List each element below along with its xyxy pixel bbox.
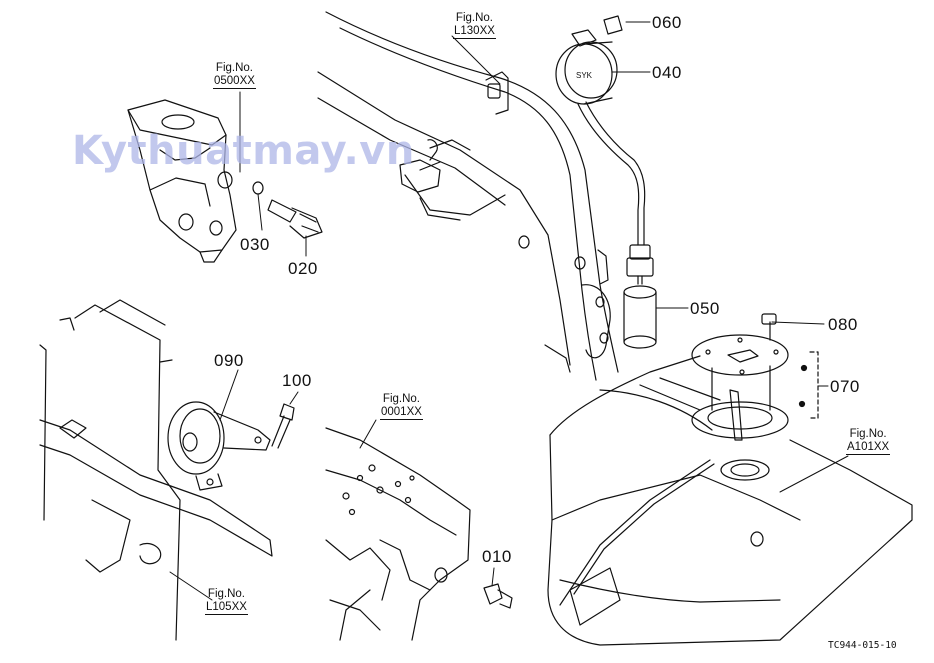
fig-ref-label: Fig.No. [207, 588, 245, 600]
bolt-100-drawing [271, 403, 295, 449]
sleeve-050-drawing [623, 285, 657, 349]
part-number-010: 010 [482, 547, 512, 566]
fig-ref-number: 0001XX [380, 406, 423, 420]
part-number-030: 030 [240, 235, 270, 254]
part-number-080: 080 [828, 315, 858, 334]
fig-ref-number: 0500XX [213, 75, 256, 89]
part-number-050: 050 [690, 299, 720, 318]
housing-0500xx-drawing [127, 99, 237, 263]
temp-sensor-020-drawing [252, 181, 323, 239]
watermark-text: Kythuatmay.vn [72, 128, 415, 174]
horn-bracket-drawing [39, 299, 273, 641]
part-number-100: 100 [282, 371, 312, 390]
horn-090-drawing [167, 401, 271, 491]
leader-lines [169, 21, 849, 601]
fig-ref-label: Fig.No. [382, 393, 420, 405]
fig-ref-number: L130XX [453, 25, 496, 39]
part-number-090: 090 [214, 351, 244, 370]
part-number-020: 020 [288, 259, 318, 278]
svg-text:SYK: SYK [576, 71, 593, 80]
frame-panel-drawing [317, 11, 619, 381]
part-number-070: 070 [830, 377, 860, 396]
fig-ref-label: Fig.No. [455, 12, 493, 24]
switch-010-drawing [483, 583, 513, 609]
fig-ref-0500xx: Fig.No. 0500XX [213, 62, 256, 89]
fuel-sender-070-drawing [559, 313, 819, 626]
part-number-040: 040 [652, 63, 682, 82]
fig-ref-l130xx: Fig.No. L130XX [453, 12, 496, 39]
fig-ref-l105xx: Fig.No. L105XX [205, 588, 248, 615]
fig-ref-a101xx: Fig.No. A101XX [846, 428, 891, 455]
part-number-060: 060 [652, 13, 682, 32]
fig-ref-label: Fig.No. [215, 62, 253, 74]
engine-block-drawing [325, 427, 471, 641]
drawing-code: TC944-015-10 [828, 640, 897, 651]
fig-ref-number: L105XX [205, 601, 248, 615]
fig-ref-number: A101XX [846, 441, 891, 455]
fig-ref-0001xx: Fig.No. 0001XX [380, 393, 423, 420]
fuel-tank-drawing [547, 355, 913, 646]
fig-ref-label: Fig.No. [849, 428, 887, 440]
sensor-040-drawing: SYK [555, 15, 654, 285]
